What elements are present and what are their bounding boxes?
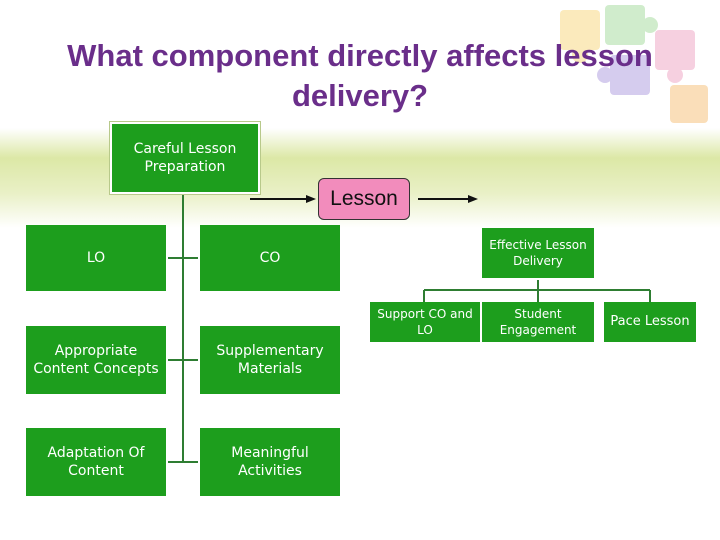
co-box: CO — [200, 225, 340, 291]
pace-lesson-box: Pace Lesson — [604, 302, 696, 342]
effective-delivery-box: Effective Lesson Delivery — [482, 228, 594, 278]
page-title: What component directly affects lesson d… — [67, 38, 653, 113]
support-co-lo-box: Support CO and LO — [370, 302, 480, 342]
careful-preparation-box: Careful Lesson Preparation — [110, 122, 260, 194]
lesson-label: Lesson — [318, 178, 410, 220]
supplementary-materials-box: Supplementary Materials — [200, 326, 340, 394]
student-engagement-box: Student Engagement — [482, 302, 594, 342]
appropriate-content-box: Appropriate Content Concepts — [26, 326, 166, 394]
lo-box: LO — [26, 225, 166, 291]
meaningful-activities-box: Meaningful Activities — [200, 428, 340, 496]
puzzle-decoration — [560, 5, 708, 123]
adaptation-content-box: Adaptation Of Content — [26, 428, 166, 496]
